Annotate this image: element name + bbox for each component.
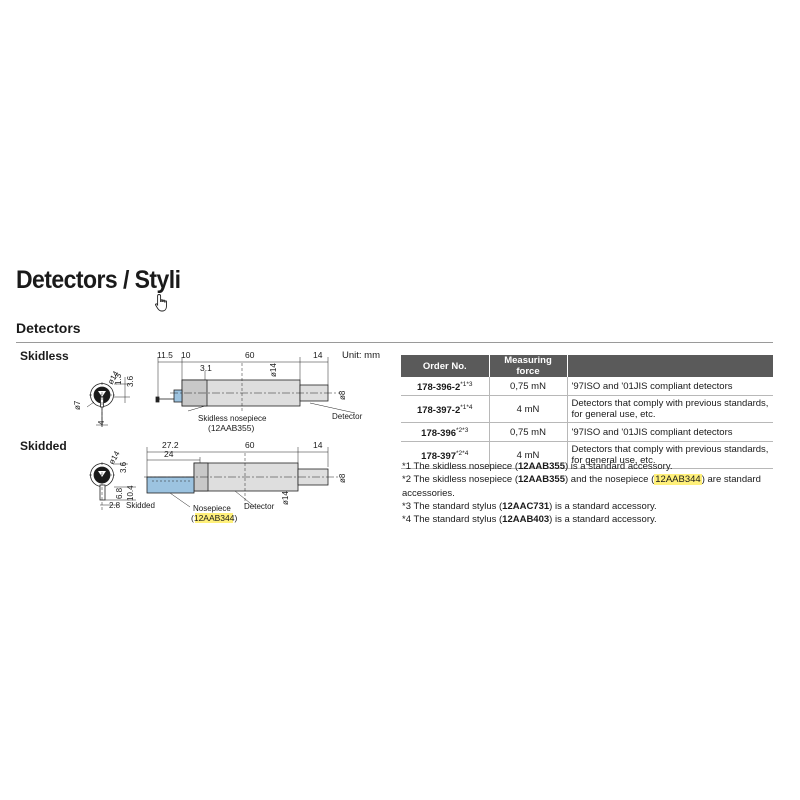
skidded-dim-27-2: 27.2 <box>162 440 179 450</box>
header-measuring-force: Measuring force <box>489 355 568 377</box>
table-row: 178-397*2*4 4 mN Detectors that comply w… <box>401 441 773 470</box>
description-cell: '97ISO and '01JIS compliant detectors <box>567 422 773 443</box>
skidded-phi8: ø8 <box>338 473 347 483</box>
skidded-phi14-side: ø14 <box>281 491 290 505</box>
skidded-dim-10-4: 10.4 <box>126 485 135 501</box>
skidless-drawing: ø7 ø14 1.3 3.6 4 11.5 10 60 14 3.1 ø14 ø… <box>73 350 363 433</box>
footnote-1: *1 The skidless nosepiece (12AAB355) is … <box>402 461 673 472</box>
skidded-dim-24: 24 <box>164 449 174 459</box>
description-cell: Detectors that comply with previous stan… <box>567 441 773 470</box>
skidless-dim-3-6: 3.6 <box>126 375 135 387</box>
nosepiece-code-highlight <box>195 513 233 523</box>
force-cell: 0,75 mN <box>489 377 568 397</box>
table-row: 178-396*2*3 0,75 mN '97ISO and '01JIS co… <box>401 422 773 443</box>
skidded-nosepiece-label: Nosepiece <box>193 504 231 513</box>
skidless-detector-label: Detector <box>332 412 363 421</box>
table-row: 178-397-2*1*4 4 mN Detectors that comply… <box>401 395 773 424</box>
skidded-end-view <box>89 462 136 510</box>
unit-label: Unit: mm <box>342 350 380 361</box>
section-title: Detectors <box>16 320 81 336</box>
hand-pointer-icon <box>155 294 167 312</box>
description-cell: '97ISO and '01JIS compliant detectors <box>567 377 773 397</box>
section-divider <box>16 342 773 343</box>
detector-spec-table: Order No. Measuring force 178-396-2*1*3 … <box>401 355 773 470</box>
footnotes: *1 The skidless nosepiece (12AAB355) is … <box>402 460 774 526</box>
table-header-row: Order No. Measuring force <box>401 355 773 377</box>
skidless-phi7: ø7 <box>73 400 82 410</box>
force-cell: 4 mN <box>489 441 568 470</box>
skidded-skid-label: Skidded <box>126 501 155 510</box>
skidded-dim-2-8: 2.8 <box>109 501 121 510</box>
order-no-cell: 178-397-2*1*4 <box>401 395 490 424</box>
skidded-nosepiece-code: (12AAB344) <box>191 513 238 523</box>
skidded-side-view <box>144 447 340 508</box>
skidless-side-view <box>155 357 356 414</box>
table-row: 178-396-2*1*3 0,75 mN '97ISO and '01JIS … <box>401 377 773 397</box>
highlighted-code: 12AAB344 <box>654 474 702 486</box>
skidded-label: Skidded <box>20 439 67 453</box>
skidless-dim-60: 60 <box>245 350 255 360</box>
skidded-dim-3-6: 3.6 <box>119 461 128 473</box>
footnote-3: *3 The standard stylus (12AAC731) is a s… <box>402 500 657 512</box>
page-title: Detectors / Styli <box>16 266 181 294</box>
skidless-nosepiece-label: Skidless nosepiece <box>198 414 267 423</box>
skidded-dim-6-8: 6.8 <box>115 487 124 499</box>
order-no-cell: 178-397*2*4 <box>401 441 490 470</box>
order-no-cell: 178-396-2*1*3 <box>401 377 490 397</box>
force-cell: 0,75 mN <box>489 422 568 443</box>
skidless-dim-3-1: 3.1 <box>200 363 212 373</box>
skidded-drawing: ø14 3.6 6.8 10.4 2.8 Skidded 27.2 24 60 … <box>89 440 347 523</box>
skidless-dim-11-5: 11.5 <box>157 350 173 360</box>
skidded-dim-60: 60 <box>245 440 255 450</box>
skidless-dim-1-3: 1.3 <box>114 373 123 385</box>
description-cell: Detectors that comply with previous stan… <box>567 395 773 424</box>
skidless-end-view <box>86 377 130 427</box>
skidless-phi8: ø8 <box>338 390 347 400</box>
skidless-label: Skidless <box>20 349 69 363</box>
skidded-detector-label: Detector <box>244 502 275 511</box>
header-description <box>567 355 773 377</box>
skidded-dim-14: 14 <box>313 440 323 450</box>
skidless-phi14-side: ø14 <box>269 363 278 377</box>
header-order-no: Order No. <box>401 355 490 377</box>
skidless-nosepiece-code: (12AAB355) <box>208 423 254 433</box>
skidless-dim-14: 14 <box>313 350 323 360</box>
force-cell: 4 mN <box>489 395 568 424</box>
skidless-dim-10: 10 <box>181 350 191 360</box>
order-no-cell: 178-396*2*3 <box>401 422 490 443</box>
footnote-4: *4 The standard stylus (12AAB403) is a s… <box>402 514 657 526</box>
skidless-dim-4: 4 <box>97 420 106 425</box>
footnote-2: *2 The skidless nosepiece (12AAB355) and… <box>402 474 761 499</box>
